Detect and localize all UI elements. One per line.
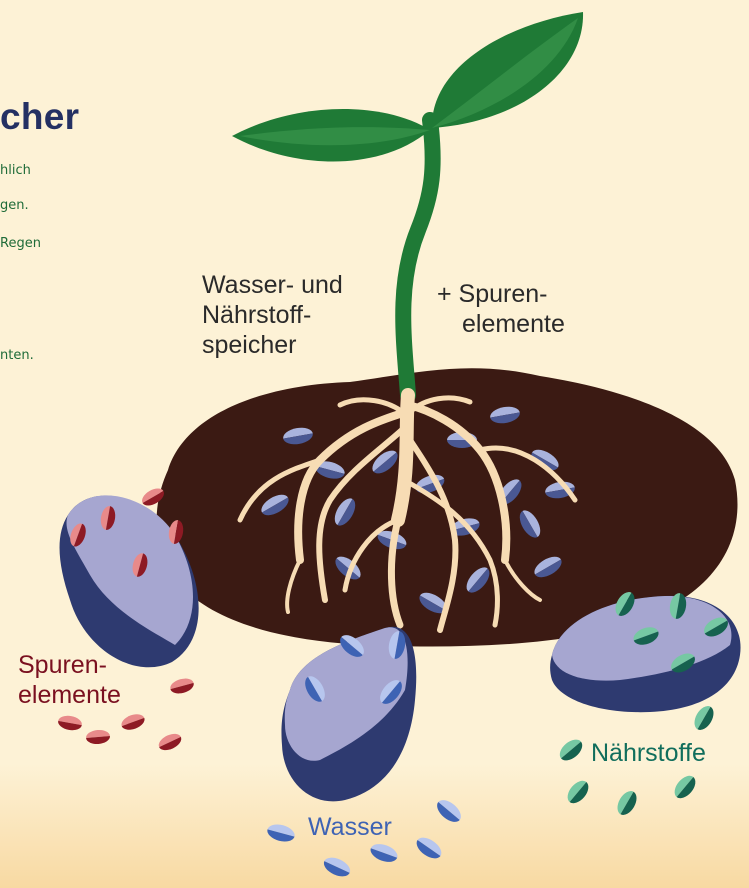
label-water: Wasser (308, 812, 392, 842)
label-line: Nährstoff- (202, 300, 343, 330)
label-line: elemente (18, 680, 121, 710)
label-line: Spuren- (18, 650, 121, 680)
page-title: cher (0, 96, 79, 138)
label-line: elemente (437, 309, 565, 339)
plant-stem (403, 120, 432, 395)
label-trace-elements-plus: + Spuren- elemente (437, 279, 565, 339)
body-text-line: Regen (0, 236, 41, 251)
label-line: + Spuren- (437, 279, 565, 309)
water-particle (281, 627, 416, 802)
label-line: speicher (202, 330, 343, 360)
label-line: Wasser- und (202, 270, 343, 300)
plant-leaf-right (432, 12, 583, 128)
label-water-nutrient-storage: Wasser- und Nährstoff- speicher (202, 270, 343, 360)
body-text-line: gen. (0, 198, 29, 213)
plant-leaf-left (232, 109, 430, 162)
body-text-line: hlich (0, 163, 31, 178)
label-nutrients: Nährstoffe (591, 738, 706, 768)
label-trace-elements: Spuren- elemente (18, 650, 121, 710)
body-text-line: nten. (0, 348, 34, 363)
